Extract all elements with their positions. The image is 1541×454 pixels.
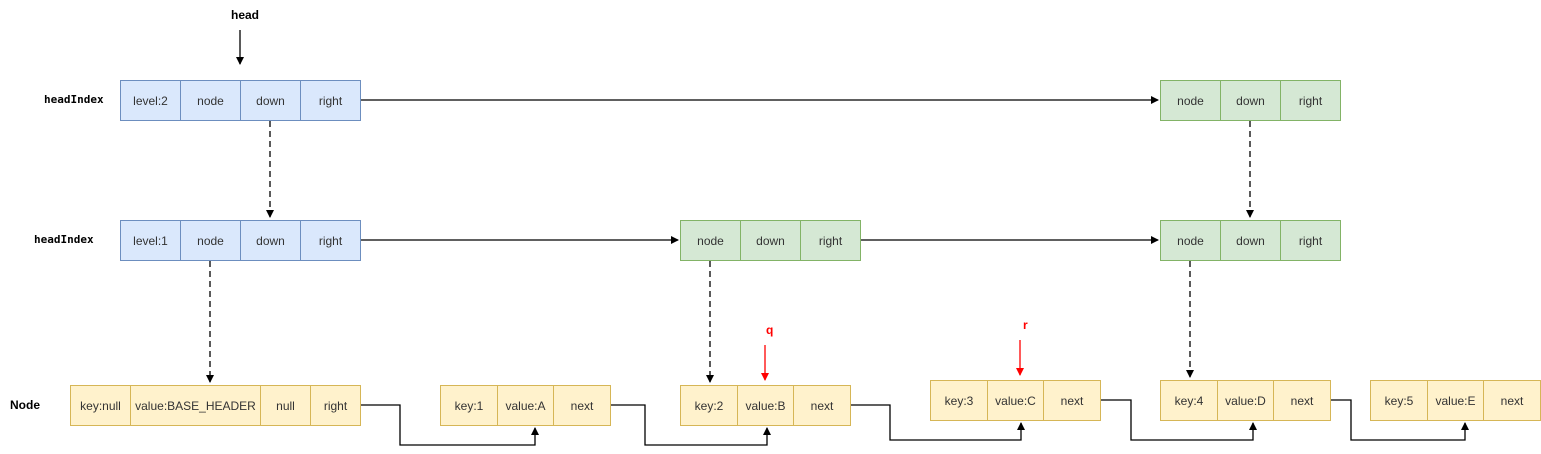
- q-pointer-label: q: [766, 323, 774, 337]
- node-header: key:null value:BASE_HEADER null right: [70, 385, 361, 426]
- c-next-link: [1101, 399, 1257, 441]
- key-cell: key:2: [681, 386, 738, 425]
- value-cell: value:B: [738, 386, 794, 425]
- head-label: head: [231, 8, 260, 22]
- level2-head-index: level:2 node down right: [120, 80, 361, 121]
- level-cell: level:1: [121, 221, 181, 260]
- right-cell: right: [323, 398, 348, 413]
- null-cell: null: [261, 386, 311, 425]
- next-cell: next: [1500, 393, 1524, 408]
- right-cell: right: [318, 93, 343, 108]
- header-next-link: [361, 404, 539, 446]
- down-cell: down: [1221, 81, 1281, 120]
- r-pointer-label: r: [1023, 318, 1028, 332]
- next-cell: next: [1290, 393, 1314, 408]
- level1-index-d: node down right: [1160, 220, 1341, 261]
- value-cell: value:D: [1218, 381, 1274, 420]
- node-cell: node: [181, 81, 241, 120]
- right-cell: right: [818, 233, 843, 248]
- a-next-link: [611, 404, 771, 446]
- level1-head-index: level:1 node down right: [120, 220, 361, 261]
- node-b: key:2 value:B next: [680, 385, 851, 426]
- node-e: key:5 value:E next: [1370, 380, 1541, 421]
- row-label-level2: headIndex: [44, 93, 104, 106]
- level2-index-d: node down right: [1160, 80, 1341, 121]
- node-a: key:1 value:A next: [440, 385, 611, 426]
- b-next-link: [851, 404, 1025, 441]
- value-cell: value:E: [1428, 381, 1484, 420]
- key-cell: key:5: [1371, 381, 1428, 420]
- key-cell: key:3: [931, 381, 988, 420]
- level-cell: level:2: [121, 81, 181, 120]
- right-cell: right: [318, 233, 343, 248]
- next-cell: next: [570, 398, 594, 413]
- right-cell: right: [1298, 93, 1323, 108]
- node-cell: node: [681, 221, 741, 260]
- down-cell: down: [241, 81, 301, 120]
- value-cell: value:C: [988, 381, 1044, 420]
- node-cell: node: [1161, 221, 1221, 260]
- next-cell: next: [1060, 393, 1084, 408]
- row-label-nodes: Node: [10, 398, 40, 412]
- right-cell: right: [1298, 233, 1323, 248]
- down-cell: down: [1221, 221, 1281, 260]
- down-cell: down: [741, 221, 801, 260]
- key-cell: key:1: [441, 386, 498, 425]
- row-label-level1: headIndex: [34, 233, 94, 246]
- node-cell: node: [181, 221, 241, 260]
- node-c: key:3 value:C next: [930, 380, 1101, 421]
- down-cell: down: [241, 221, 301, 260]
- next-cell: next: [810, 398, 834, 413]
- node-d: key:4 value:D next: [1160, 380, 1331, 421]
- key-cell: key:null: [71, 386, 131, 425]
- value-cell: value:BASE_HEADER: [131, 386, 261, 425]
- node-cell: node: [1161, 81, 1221, 120]
- value-cell: value:A: [498, 386, 554, 425]
- level1-index-b: node down right: [680, 220, 861, 261]
- d-next-link: [1331, 399, 1469, 441]
- key-cell: key:4: [1161, 381, 1218, 420]
